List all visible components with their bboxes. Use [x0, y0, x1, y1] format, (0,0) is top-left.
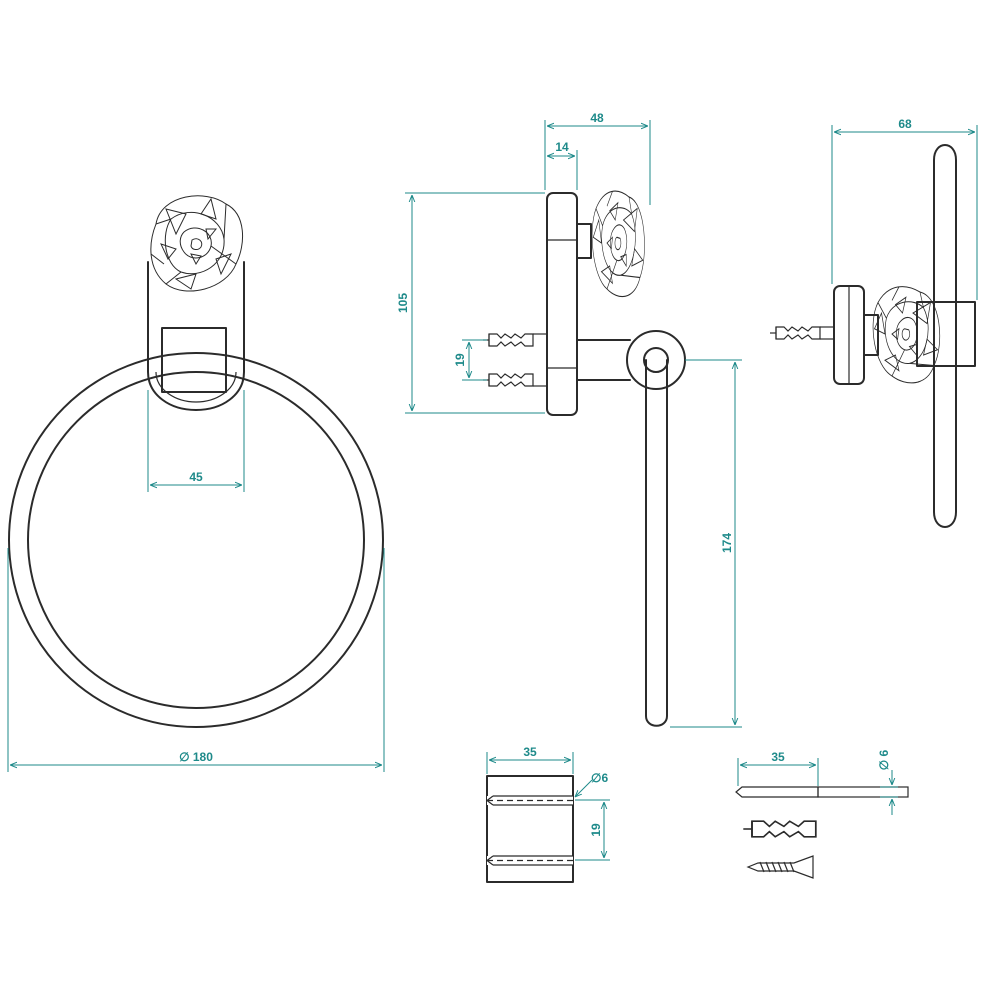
dim-drill-length-label: 35 [771, 750, 785, 764]
dim-side-height-label: 105 [396, 293, 410, 313]
dim-block-hole: ∅6 [575, 771, 608, 797]
ring-end-view: 68 [769, 117, 978, 528]
dim-block-hole-label: ∅6 [591, 771, 608, 785]
dim-bar-length-label: 174 [720, 533, 734, 553]
dim-mount-width: 45 [147, 390, 245, 492]
dim-drill-diameter-label: ∅ 6 [877, 749, 891, 770]
ring-side-view: 48 14 105 19 174 [396, 111, 742, 728]
drill-bit-icon [735, 786, 909, 798]
dim-block-spacing: 19 [575, 799, 610, 861]
dim-end-depth: 68 [831, 117, 978, 300]
dim-side-height: 105 [396, 192, 545, 414]
dim-end-depth-label: 68 [898, 117, 912, 131]
dim-ring-diameter: ∅ 180 [7, 548, 385, 772]
dim-block-spacing-label: 19 [589, 823, 603, 837]
side-wall-plate [546, 192, 578, 416]
dim-side-depth: 48 [544, 111, 651, 205]
rose-knob-icon [591, 190, 646, 298]
ring-front-view: 45 ∅ 180 [7, 195, 385, 772]
dim-ring-diameter-label: ∅ 180 [179, 750, 213, 764]
wall-plate [147, 261, 245, 411]
wall-plug-icon [769, 326, 821, 340]
dim-mount-width-label: 45 [189, 470, 203, 484]
hardware-group: 35 ∅ 6 [735, 749, 909, 879]
dim-block-width: 35 [486, 745, 574, 774]
ring-inner [27, 371, 365, 709]
rose-knob-icon [150, 195, 244, 292]
dim-bar-length: 174 [670, 359, 742, 728]
wall-plug-icon [482, 333, 534, 347]
drill-template-block: 35 ∅6 19 [486, 745, 610, 883]
dim-side-depth-label: 48 [590, 111, 604, 125]
wall-plug-icon [482, 373, 534, 387]
ring-holder-block [161, 327, 227, 393]
dim-side-base: 14 [547, 140, 578, 190]
dim-side-base-label: 14 [555, 140, 569, 154]
dim-drill-length: 35 [737, 750, 819, 786]
dim-block-width-label: 35 [523, 745, 537, 759]
screw-icon [746, 855, 814, 879]
dim-side-screw-spacing-label: 19 [453, 353, 467, 367]
dim-side-screw-spacing: 19 [453, 339, 487, 381]
side-arm [576, 330, 686, 727]
ring-outer [8, 352, 384, 728]
dim-drill-diameter: ∅ 6 [877, 749, 898, 815]
wall-plug-icon [742, 820, 817, 838]
